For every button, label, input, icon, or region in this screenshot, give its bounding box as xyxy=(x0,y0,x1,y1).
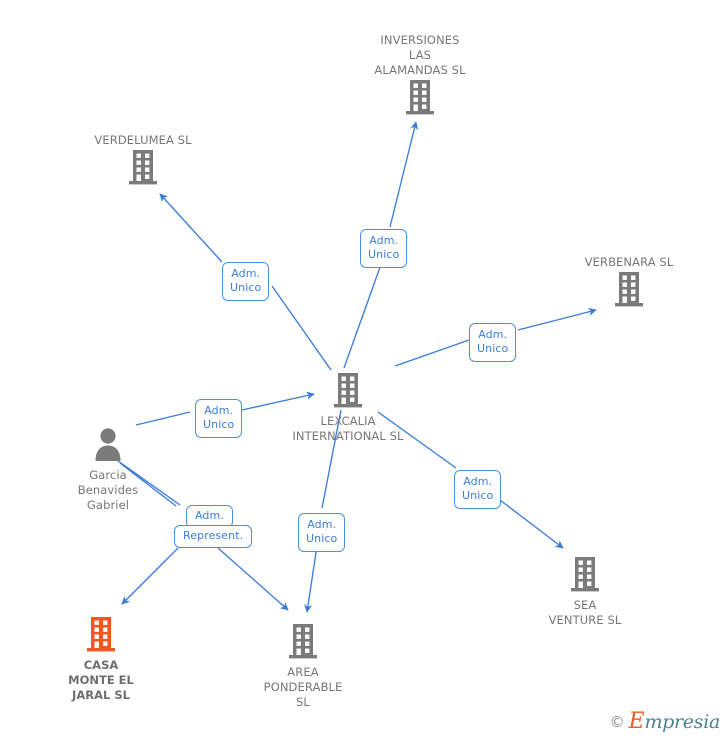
building-icon xyxy=(525,555,645,595)
edge-label-adm-unico-verdelumea[interactable]: Adm. Unico xyxy=(222,262,270,301)
edge-garcia-areaponderable-lower xyxy=(217,547,289,611)
edge-label-adm-unico-inversiones[interactable]: Adm. Unico xyxy=(360,229,408,268)
building-icon xyxy=(569,270,689,310)
edge-label-adm-unico-areaponderable[interactable]: Adm. Unico xyxy=(298,513,346,552)
brand-logo: Empresia xyxy=(628,709,721,734)
node-garcia-benavides-gabriel[interactable]: Garcia Benavides Gabriel xyxy=(48,425,168,513)
edge-garcia-lexcalia-left xyxy=(135,411,191,426)
node-inversiones-las-alamandas[interactable]: INVERSIONES LAS ALAMANDAS SL xyxy=(360,30,480,118)
node-area-ponderable[interactable]: AREA PONDERABLE SL xyxy=(243,622,363,710)
building-icon xyxy=(288,371,408,411)
node-label: VERDELUMEA SL xyxy=(94,133,192,147)
edge-lexcalia-inversiones-upper xyxy=(389,121,419,228)
node-label: CASA MONTE EL JARAL SL xyxy=(68,658,134,702)
node-label: LEXCALIA INTERNATIONAL SL xyxy=(292,414,404,443)
person-icon xyxy=(48,425,168,465)
node-lexcalia-international[interactable]: LEXCALIA INTERNATIONAL SL xyxy=(288,371,408,444)
edge-label-adm-unico-seaventure[interactable]: Adm. Unico xyxy=(454,470,502,509)
building-icon xyxy=(243,622,363,662)
brand-initial: E xyxy=(628,709,645,734)
edge-lexcalia-inversiones-lower xyxy=(343,255,385,369)
edge-lexcalia-verbenara-lower xyxy=(394,339,470,367)
building-icon xyxy=(41,615,161,655)
empresia-watermark: © Empresia xyxy=(609,709,721,734)
brand-rest: mpresia xyxy=(644,711,720,733)
edge-lexcalia-verdelumea-lower xyxy=(271,285,332,371)
node-verdelumea[interactable]: VERDELUMEA SL xyxy=(83,130,203,188)
edge-label-adm-unico-garcia-lexcalia[interactable]: Adm. Unico xyxy=(195,399,243,438)
edge-garcia-casamonte-lower xyxy=(121,547,179,605)
node-label: Garcia Benavides Gabriel xyxy=(77,468,139,512)
edge-lexcalia-verbenara-upper xyxy=(517,307,597,331)
node-sea-venture[interactable]: SEA VENTURE SL xyxy=(525,555,645,628)
edge-label-adm-unico-verbenara[interactable]: Adm. Unico xyxy=(469,323,517,362)
edge-lexcalia-areaponderable-lower xyxy=(304,545,318,613)
node-casa-monte-el-jaral[interactable]: CASA MONTE EL JARAL SL xyxy=(41,615,161,703)
edge-label-represent-areaponderable[interactable]: Represent. xyxy=(174,525,253,548)
edge-label-adm-casamonte[interactable]: Adm. xyxy=(186,505,233,528)
building-icon xyxy=(83,148,203,188)
node-label: INVERSIONES LAS ALAMANDAS SL xyxy=(374,33,466,77)
copyright-icon: © xyxy=(609,712,625,731)
building-icon xyxy=(360,78,480,118)
node-label: VERBENARA SL xyxy=(584,255,674,269)
edge-lexcalia-verdelumea-upper xyxy=(159,193,223,263)
node-label: AREA PONDERABLE SL xyxy=(263,665,343,709)
node-label: SEA VENTURE SL xyxy=(548,598,622,627)
edge-lexcalia-seaventure-lower xyxy=(499,499,564,549)
node-verbenara[interactable]: VERBENARA SL xyxy=(569,252,689,310)
